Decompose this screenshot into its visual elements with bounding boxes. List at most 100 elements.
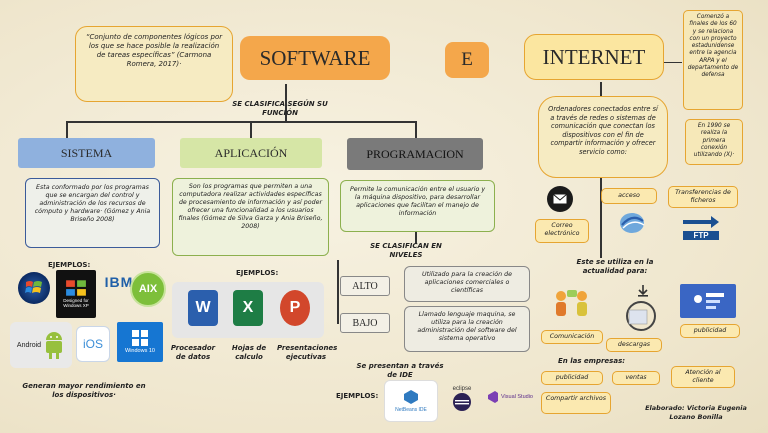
winxp-badge-text: Designed for Windows XP [63,298,89,308]
excel-icon: X [233,290,263,326]
use-descargas-text: descargas [617,341,651,348]
empresa-atencion: Atención al cliente [671,366,735,388]
bajo-label: BAJO [352,317,378,329]
clasifican-label: SE CLASIFICAN EN NIVELES [370,242,442,259]
e-title: E [445,42,489,78]
software-title: SOFTWARE [240,36,390,80]
programacion-header: PROGRAMACION [347,138,483,170]
connector-niveles [415,232,417,244]
empresa-ventas-text: ventas [625,374,647,381]
windows-xp-logo-icon [18,272,50,304]
programacion-description: Permite la comunicación entre el usuario… [340,180,495,232]
ibm-logo-text: IBM [104,274,134,290]
bajo-box: BAJO [340,313,390,333]
service-correo-text: Correo electrónico [544,222,580,237]
visual-studio-logo-icon: Visual Studio [486,386,534,408]
windows-10-logo-text: Windows 10 [125,348,155,354]
use-comunicacion-text: Comunicación [549,333,595,340]
use-publicidad-text: publicidad [693,327,727,334]
connector-horizontal-categories [66,121,416,123]
connector-history [660,62,682,64]
aix-logo-icon: AIX [130,271,166,307]
winxp-badge-icon: Designed for Windows XP [56,270,96,318]
empresa-atencion-text: Atención al cliente [685,369,721,384]
empresas-label: En las empresas: [558,357,626,365]
software-title-text: SOFTWARE [259,45,371,70]
service-acceso: acceso [601,188,657,204]
internet-year-text: En 1990 se realiza la primera conexión u… [693,123,735,159]
aplicacion-header: APLICACIÓN [180,138,322,168]
aix-logo-text: AIX [138,283,158,295]
internet-title: INTERNET [524,34,664,80]
ftp-text: FTP [683,231,719,240]
sistema-ejemplos-label: EJEMPLOS: [48,261,91,269]
aplicacion-ejemplos-label: EJEMPLOS: [236,269,279,277]
bajo-description: Llamado lenguaje maquina, se utiliza par… [404,306,530,352]
sistema-header: SISTEMA [18,138,155,168]
internet-description-text: Ordenadores conectados entre sí a través… [548,105,658,156]
email-icon [547,186,573,212]
visual-studio-text: Visual Studio [500,394,533,400]
example-presentaciones: Presentaciones ejecutivas [277,344,338,361]
comunicacion-people-icon [552,286,592,322]
netbeans-text: NetBeans IDE [395,407,427,413]
internet-history-text: Comenzó a finales de los 60 y se relacio… [687,14,739,79]
windows-10-logo-icon: Windows 10 [117,322,163,362]
alto-box: ALTO [340,276,390,296]
service-transferencias: Transferencias de ficheros [668,186,738,208]
empresa-publicidad-text: publicidad [555,374,589,381]
ios-logo-text: iOS [82,337,103,351]
example-procesador: Procesador de datos [170,344,216,361]
eclipse-logo-icon: eclipse [444,378,480,420]
bajo-description-text: Llamado lenguaje maquina, se utiliza par… [417,311,517,342]
acceso-globe-icon [616,208,648,238]
use-descargas: descargas [606,338,662,352]
android-logo-icon: Android [10,322,72,368]
e-title-text: E [461,49,473,70]
publicidad-ad-icon [680,284,736,318]
service-acceso-text: acceso [618,192,640,199]
connector-sistema [66,121,68,138]
empresa-ventas: ventas [612,371,660,385]
connector-internet-services [600,178,602,258]
sistema-description-text: Esta conformado por los programas que se… [34,184,151,223]
connector-alto-bajo [337,260,339,324]
sistema-label: SISTEMA [60,145,113,160]
alto-description-text: Utilizado para la creación de aplicacion… [422,271,512,294]
netbeans-logo-icon: NetBeans IDE [384,380,438,422]
actualidad-label: Este se utiliza en la actualidad para: [576,258,654,275]
empresa-publicidad: publicidad [541,371,603,385]
powerpoint-icon: P [280,290,310,326]
ibm-logo-icon: IBM [104,270,134,294]
internet-history: Comenzó a finales de los 60 y se relacio… [683,10,743,110]
service-transferencias-text: Transferencias de ficheros [675,189,731,204]
alto-description: Utilizado para la creación de aplicacion… [404,266,530,302]
clasifica-label: SE CLASIFICA SEGÚN SU FUNCIÓN [232,100,328,117]
internet-description: Ordenadores conectados entre sí a través… [538,96,668,178]
programacion-description-text: Permite la comunicación entre el usuario… [349,186,486,217]
connector-internet [600,82,602,96]
descargas-icon [620,280,666,336]
connector-vertical-main [285,84,287,122]
sistema-description: Esta conformado por los programas que se… [25,178,160,248]
connector-aplicacion [250,121,252,138]
ide-title: Se presentan a través de IDE [356,362,444,379]
use-comunicacion: Comunicación [541,330,603,344]
software-definition-quote: “Conjunto de componentes lógicos por los… [75,26,233,102]
service-correo: Correo electrónico [535,219,589,243]
aplicacion-description-text: Son los programas que permiten a una com… [178,183,323,230]
internet-year: En 1990 se realiza la primera conexión u… [685,119,743,165]
rendimiento-text: Generan mayor rendimiento en los disposi… [22,382,146,399]
android-logo-text: Android [16,341,42,349]
aplicacion-description: Son los programas que permiten a una com… [172,178,329,256]
use-publicidad: publicidad [680,324,740,338]
example-hojas: Hojas de calculo [231,344,267,361]
empresa-compartir: Compartir archivos [541,392,611,414]
programacion-label: PROGRAMACION [366,146,464,161]
ftp-icon: FTP [674,212,728,244]
word-icon: W [188,290,218,326]
aplicacion-label: APLICACIÓN [214,145,288,160]
quote-text: “Conjunto de componentes lógicos por los… [85,33,223,68]
ios-logo-icon: iOS [76,326,110,362]
eclipse-text: eclipse [452,386,472,392]
